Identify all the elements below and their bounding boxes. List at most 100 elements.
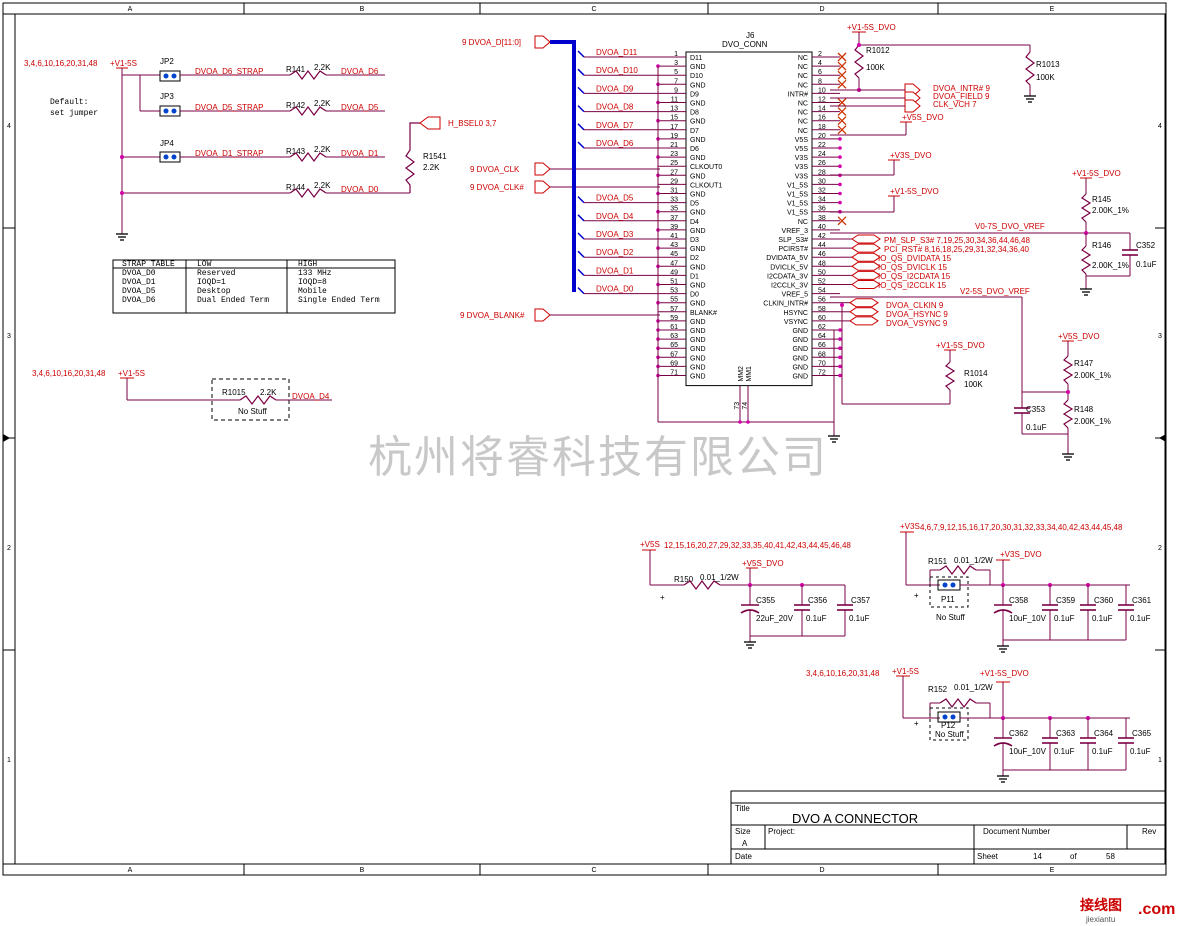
pin-name: GND (690, 246, 706, 253)
pin-number: 20 (818, 133, 826, 140)
junction-dot (838, 355, 842, 360)
default-note-line2: set jumper (50, 109, 98, 118)
pin-name: NC (798, 64, 808, 71)
connector-name: DVO_CONN (722, 40, 768, 49)
pin-name: DVICLK_5V (770, 264, 808, 271)
r1012-val: 100K (866, 63, 885, 72)
bus-entry (577, 123, 585, 131)
pin-name: BLANK# (690, 310, 717, 317)
cap-ref: C360 (1094, 596, 1114, 605)
r1541-ref: R1541 (423, 152, 447, 161)
pin-name: GND (690, 264, 706, 271)
junction-dot (656, 64, 660, 68)
pin-name: GND (690, 192, 706, 199)
clk-label: 9 DVOA_CLK (470, 165, 520, 174)
pin-number: 6 (818, 69, 822, 76)
pin-name: CLKIN_INTR# (763, 301, 808, 308)
rev-label: Rev (1142, 827, 1156, 836)
pin-number: 39 (670, 224, 678, 231)
pin-name: VSYNC (784, 319, 808, 326)
title-value: DVO A CONNECTOR (792, 811, 918, 826)
r1014-ref: R1014 (964, 369, 988, 378)
pin-number: 46 (818, 251, 826, 258)
pin-number: 33 (670, 197, 678, 204)
nc-mark (837, 216, 847, 226)
pin-name: GND (690, 137, 706, 144)
col-label-bottom-e: E (1050, 867, 1055, 874)
pin-number: 67 (670, 351, 678, 358)
r147-pwr: +V5S_DVO (1058, 332, 1100, 341)
pin-number: 66 (818, 342, 826, 349)
pin-number: 55 (670, 297, 678, 304)
strap-table-cell: Reserved (197, 269, 236, 278)
junction-dot (838, 191, 842, 196)
pin-number: 30 (818, 178, 826, 185)
pin-name: DVIDATA_5V (766, 255, 808, 262)
pin-number: 26 (818, 160, 826, 167)
pin-number: 41 (670, 233, 678, 240)
junction-dot (838, 364, 842, 369)
pin-number: 35 (670, 206, 678, 213)
cap-ref: C361 (1132, 596, 1152, 605)
pin-number: 13 (670, 106, 678, 113)
pin-number: 18 (818, 124, 826, 131)
pin-name: GND (690, 64, 706, 71)
pin-number: 19 (670, 133, 678, 140)
nc-mark (837, 125, 847, 135)
pin-name: NC (798, 219, 808, 226)
offpage-flag (851, 234, 881, 244)
junction-dot (838, 346, 842, 351)
v15-plus: + (914, 719, 919, 728)
offpage-right-label: IO_QS_DVICLK 15 (878, 263, 947, 272)
offpage-right-label: DVOA_FIELD 9 (933, 92, 990, 101)
r142-out: DVOA_D5 (341, 103, 379, 112)
pin-number: 45 (670, 251, 678, 258)
pin-number: 23 (670, 151, 678, 158)
junction-dot (838, 137, 842, 141)
pin-number: 59 (670, 315, 678, 322)
pin-name: V1_5S (787, 201, 808, 208)
pin-number: 72 (818, 370, 826, 377)
clkn-label: 9 DVOA_CLK# (470, 183, 524, 192)
title-label: Title (735, 804, 750, 813)
strap-table-cell: Single Ended Term (298, 296, 380, 305)
offpage-right-label: PCI_RST# 8,16,18,25,29,31,32,34,36,40 (884, 245, 1030, 254)
junction-dot (838, 337, 842, 341)
pin-name: V3S (795, 164, 809, 171)
r142-val: 2.2K (314, 99, 331, 108)
strap-table-header-1: LOW (197, 260, 212, 269)
col-label-top-d: D (819, 6, 824, 13)
c352-ref: C352 (1136, 241, 1156, 250)
pin-number: 29 (670, 178, 678, 185)
pin-number: 73 (734, 402, 741, 410)
pin-name: D10 (690, 73, 703, 80)
r144-out: DVOA_D0 (341, 185, 379, 194)
strap-power-label: +V1-5S (110, 59, 137, 68)
of-label: of (1070, 852, 1077, 861)
logo-com: .com (1138, 901, 1175, 918)
r1014-val: 100K (964, 380, 983, 389)
v5-in: +V5S (640, 540, 660, 549)
logo-cn: 接线图 (1080, 897, 1122, 913)
r141-val: 2.2K (314, 63, 331, 72)
r1015-power-label: +V1-5S (118, 369, 145, 378)
sheet-num: 14 (1033, 852, 1042, 861)
pin-name: INTR# (788, 91, 808, 98)
r148-ref: R148 (1074, 405, 1094, 414)
size-value: A (742, 839, 748, 848)
pin-name: GND (792, 337, 808, 344)
docnum-label: Document Number (983, 827, 1050, 836)
row-label-left-4: 4 (7, 123, 11, 130)
jp2-net: DVOA_D6_STRAP (195, 67, 263, 76)
net-label: DVOA_D2 (596, 248, 634, 257)
r1015-ref: R1015 (222, 388, 246, 397)
col-label-top-c: C (591, 6, 596, 13)
pin-name: I2CDATA_3V (767, 273, 808, 280)
pin-number: 57 (670, 306, 678, 313)
bus-entry (577, 50, 585, 58)
pin-number: 40 (818, 224, 826, 231)
pin-number: 69 (670, 360, 678, 367)
pin-name: GND (690, 374, 706, 381)
pin-name: GND (690, 319, 706, 326)
